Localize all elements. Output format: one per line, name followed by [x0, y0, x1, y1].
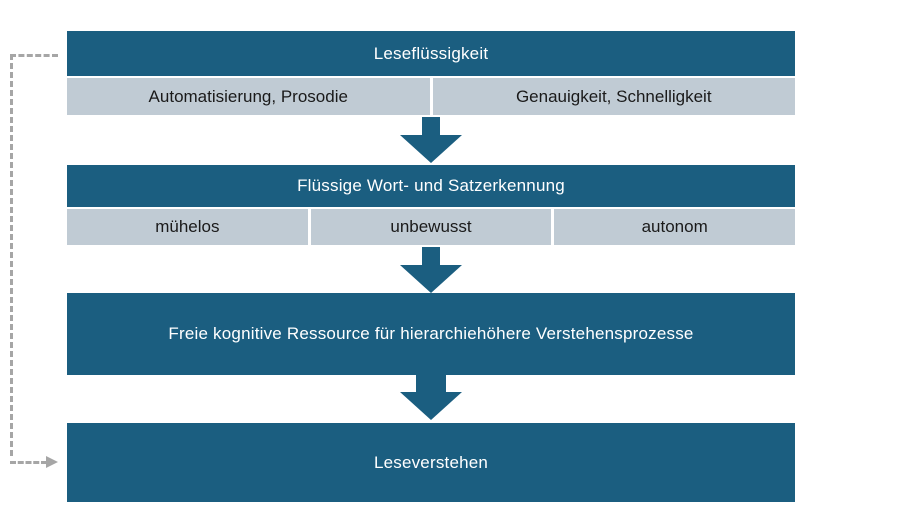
cell-automatisierung-prosodie: Automatisierung, Prosodie	[67, 78, 430, 115]
down-arrow-icon	[400, 247, 462, 293]
box-leseverstehen: Leseverstehen	[67, 423, 795, 502]
box-lesefluessigkeit: Leseflüssigkeit	[67, 31, 795, 76]
feedback-line-vertical-segment	[10, 54, 13, 456]
box-freie-kognitive-ressource: Freie kognitive Ressource für hierarchie…	[67, 293, 795, 375]
cell-unbewusst: unbewusst	[310, 209, 552, 245]
box-wort-satzerkennung-label: Flüssige Wort- und Satzerkennung	[297, 176, 565, 195]
box-freie-kognitive-ressource-label: Freie kognitive Ressource für hierarchie…	[168, 324, 694, 343]
down-arrow-icon	[400, 117, 462, 163]
feedback-line-top-segment	[10, 54, 58, 57]
box-leseverstehen-label: Leseverstehen	[373, 452, 489, 472]
box-wort-satzerkennung: Flüssige Wort- und Satzerkennung	[67, 165, 795, 207]
row-lesefluessigkeit-attributes: Automatisierung, Prosodie Genauigkeit, S…	[67, 78, 795, 115]
down-arrow-icon	[400, 375, 462, 420]
row-satzerkennung-attributes: mühelos unbewusst autonom	[67, 209, 796, 245]
box-lesefluessigkeit-label: Leseflüssigkeit	[373, 43, 489, 63]
cell-autonom: autonom	[554, 209, 796, 245]
cell-muehelos: mühelos	[67, 209, 308, 245]
feedback-line-bottom-segment	[10, 461, 47, 464]
feedback-arrowhead-icon	[46, 456, 58, 468]
cell-genauigkeit-schnelligkeit: Genauigkeit, Schnelligkeit	[432, 78, 795, 115]
